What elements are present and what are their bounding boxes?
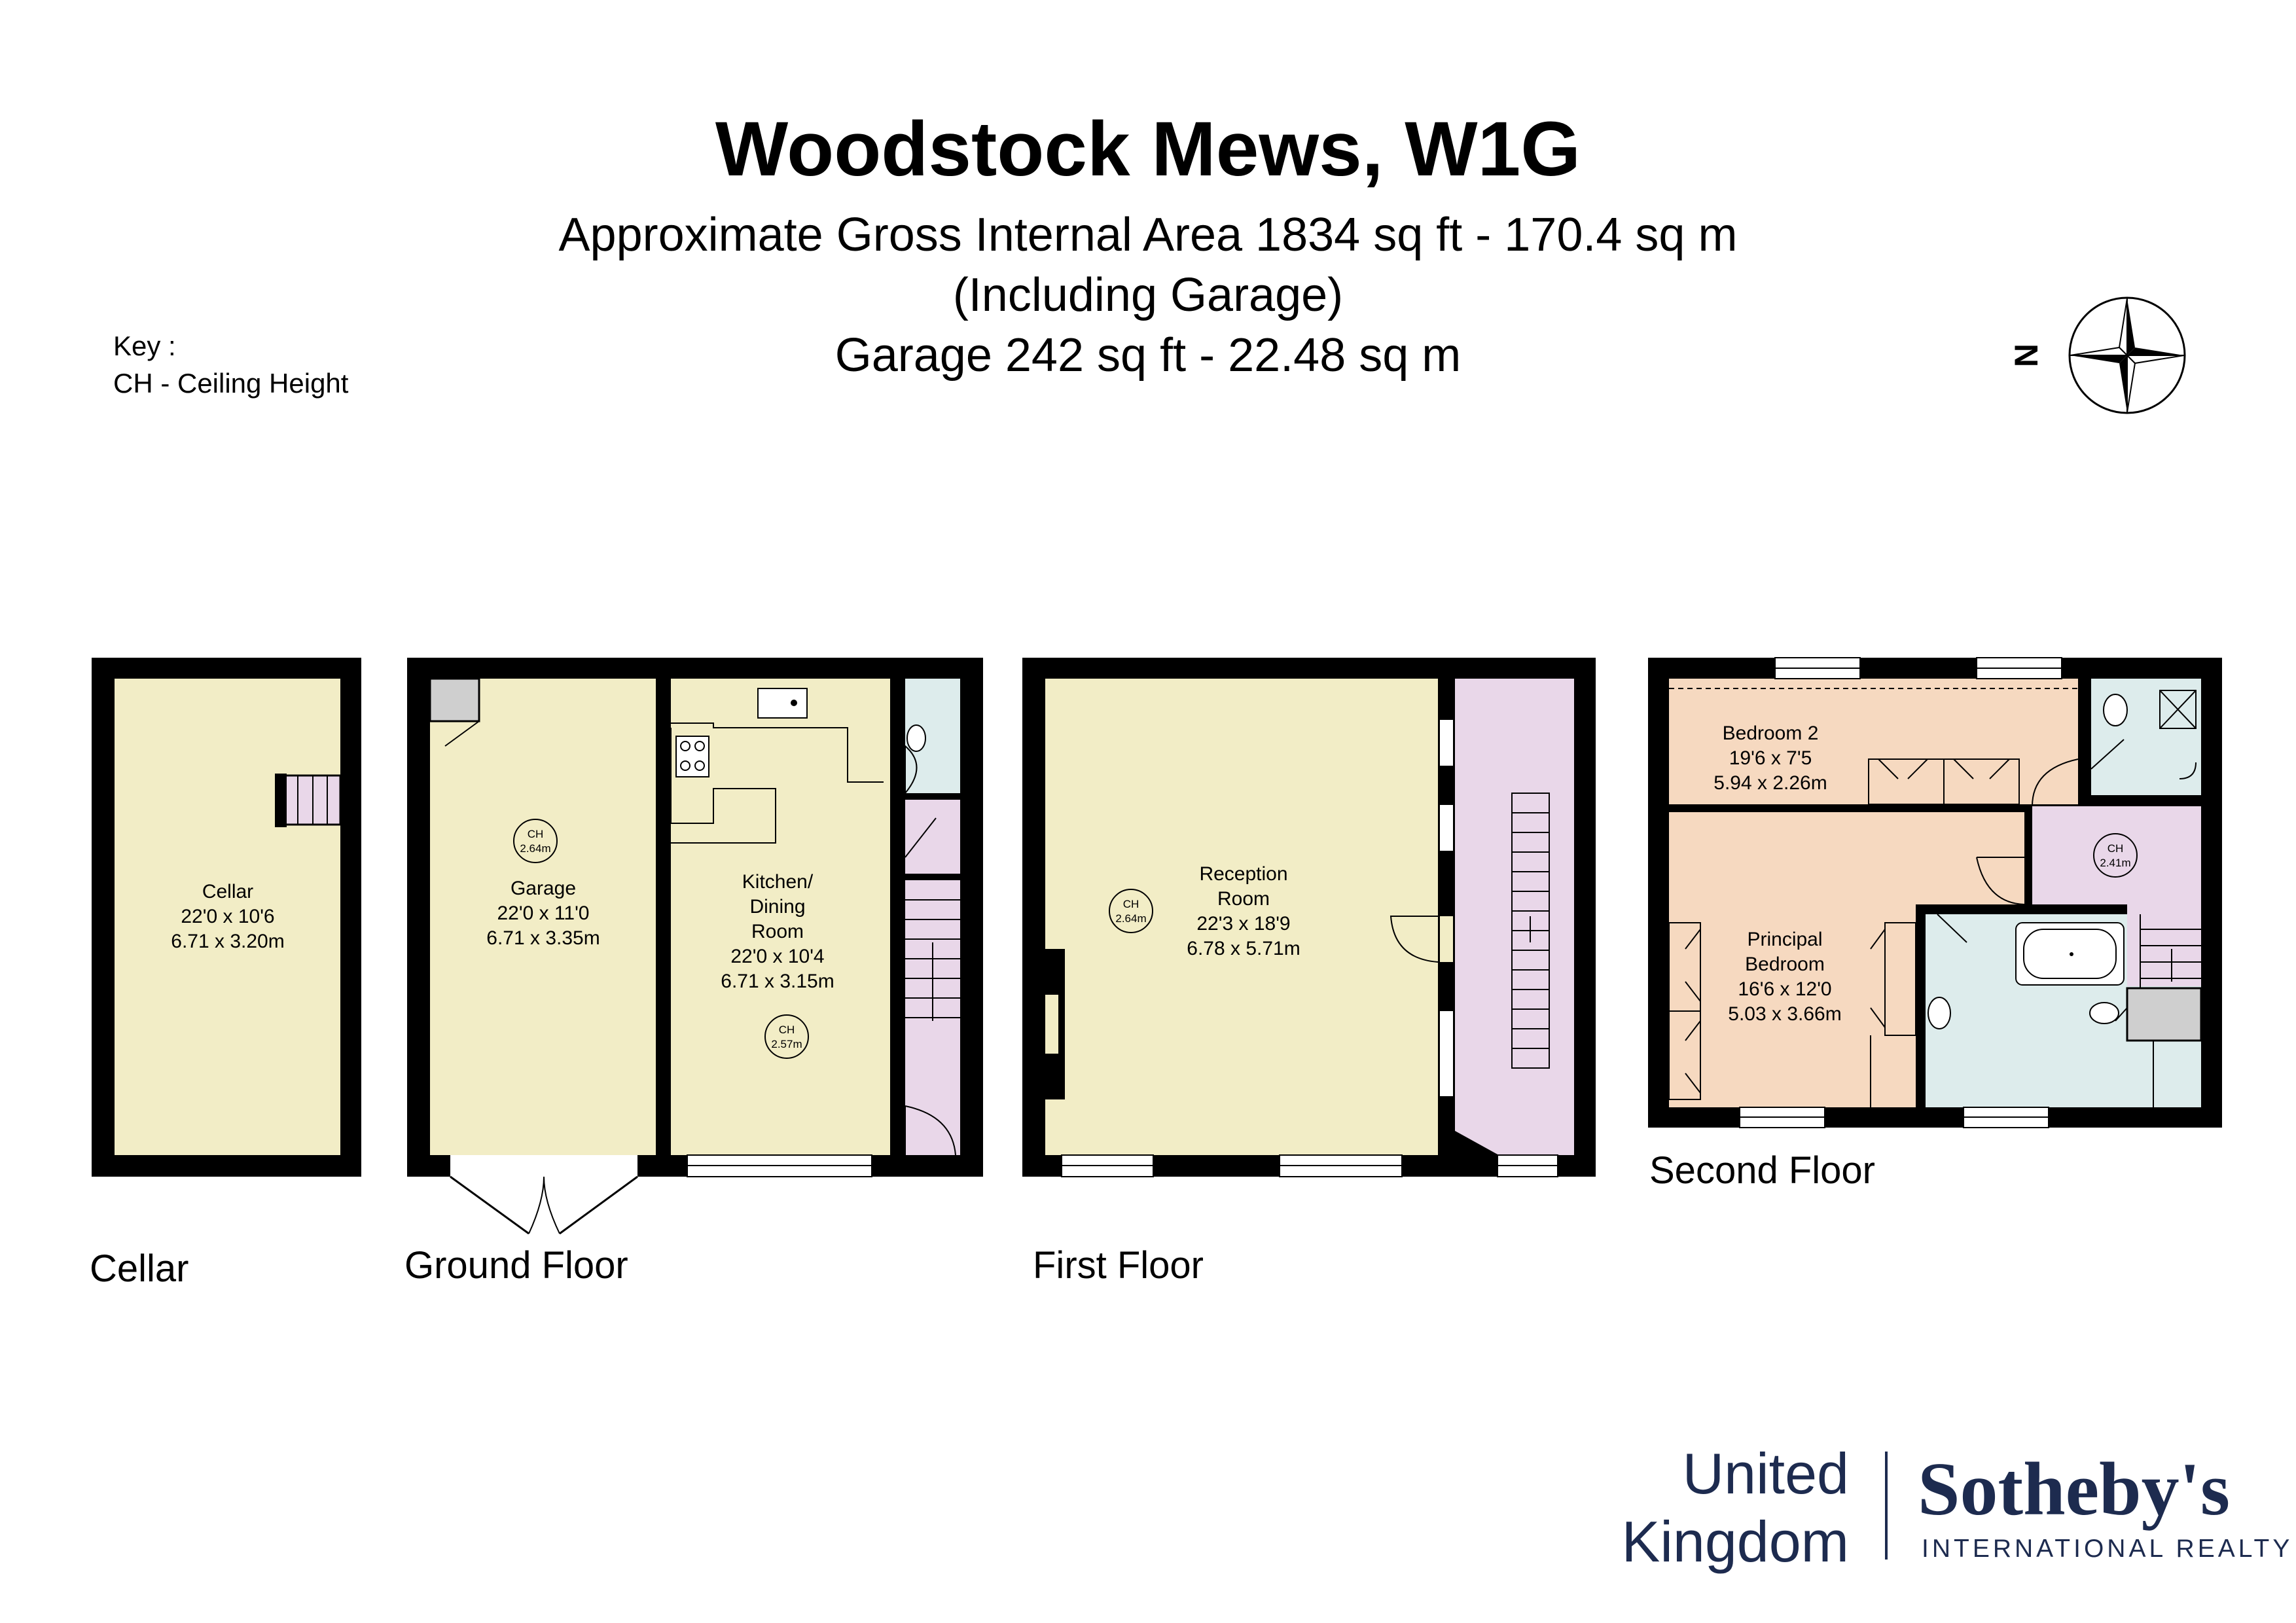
svg-text:Dining: Dining	[749, 896, 805, 918]
ground-stairs	[905, 899, 960, 1021]
svg-text:CH: CH	[528, 828, 544, 840]
svg-text:Bedroom 2: Bedroom 2	[1723, 722, 1819, 744]
brand-divider	[1885, 1452, 1888, 1560]
svg-text:6.71 x 3.15m: 6.71 x 3.15m	[721, 971, 834, 992]
svg-text:5.03 x 3.66m: 5.03 x 3.66m	[1728, 1003, 1841, 1025]
gross-area-text: Approximate Gross Internal Area 1834 sq …	[558, 209, 1738, 261]
svg-text:Principal: Principal	[1747, 929, 1822, 950]
svg-text:2.64m: 2.64m	[1115, 912, 1146, 925]
compass-icon: N	[2008, 296, 2186, 414]
svg-text:CH: CH	[2108, 842, 2124, 855]
compass-north-label: N	[2008, 344, 2045, 367]
hob-icon	[675, 736, 709, 777]
second-stairs	[2140, 914, 2201, 988]
kitchen-ceiling-height-badge: CH 2.57m	[764, 1014, 809, 1059]
svg-text:6.71 x 3.20m: 6.71 x 3.20m	[171, 931, 284, 952]
garage-included-note: (Including Garage)	[952, 269, 1344, 321]
cellar-plan	[92, 658, 361, 1177]
brand-region-text: United Kingdom	[1621, 1441, 1849, 1574]
key-ceiling-height: CH - Ceiling Height	[113, 368, 349, 399]
bedroom2-room-label: Bedroom 2 19'6 x 7'5 5.94 x 2.26m	[1713, 722, 1827, 794]
svg-text:22'3 x 18'9: 22'3 x 18'9	[1196, 913, 1290, 935]
ground-floor-plan	[407, 658, 983, 1235]
brand-logo-subtitle: INTERNATIONAL REALTY	[1922, 1535, 2293, 1563]
first-stairs	[1511, 793, 1550, 1069]
page-title: Woodstock Mews, W1G	[715, 106, 1581, 192]
svg-text:5.94 x 2.26m: 5.94 x 2.26m	[1713, 772, 1827, 794]
cellar-room-label: Cellar 22'0 x 10'6 6.71 x 3.20m	[171, 881, 284, 952]
svg-text:Garage: Garage	[511, 878, 576, 899]
reception-room-label: Reception Room 22'3 x 18'9 6.78 x 5.71m	[1187, 863, 1300, 959]
svg-text:19'6 x 7'5: 19'6 x 7'5	[1729, 747, 1812, 769]
svg-text:22'0 x 11'0: 22'0 x 11'0	[497, 902, 589, 924]
svg-text:Room: Room	[751, 921, 804, 942]
svg-text:CH: CH	[779, 1024, 795, 1036]
floor-label-first: First Floor	[1033, 1244, 1204, 1287]
svg-text:2.64m: 2.64m	[520, 842, 550, 855]
svg-text:Kitchen/: Kitchen/	[742, 871, 814, 893]
svg-text:16'6 x 12'0: 16'6 x 12'0	[1738, 978, 1831, 1000]
svg-text:Cellar: Cellar	[202, 881, 253, 902]
garage-ceiling-height-badge: CH 2.64m	[513, 819, 558, 863]
key-heading: Key :	[113, 330, 176, 361]
garage-room-label: Garage 22'0 x 11'0 6.71 x 3.35m	[486, 878, 600, 949]
first-floor-plan	[1022, 658, 1596, 1177]
svg-text:6.71 x 3.35m: 6.71 x 3.35m	[486, 927, 600, 949]
svg-text:Room: Room	[1217, 888, 1270, 910]
svg-text:2.41m: 2.41m	[2100, 857, 2130, 869]
brand-logo-wordmark: Sotheby's	[1918, 1448, 2231, 1531]
svg-text:Reception: Reception	[1199, 863, 1287, 885]
svg-text:Bedroom: Bedroom	[1745, 954, 1825, 975]
reception-ceiling-height-badge: CH 2.64m	[1109, 889, 1153, 933]
svg-text:22'0 x 10'4: 22'0 x 10'4	[730, 946, 824, 967]
landing-ceiling-height-badge: CH 2.41m	[2093, 833, 2138, 878]
kitchen-room-label: Kitchen/ Dining Room 22'0 x 10'4 6.71 x …	[721, 871, 834, 992]
svg-text:2.57m: 2.57m	[771, 1038, 802, 1050]
floor-label-ground: Ground Floor	[404, 1244, 628, 1287]
svg-text:CH: CH	[1123, 898, 1139, 910]
garage-area-text: Garage 242 sq ft - 22.48 sq m	[834, 329, 1462, 382]
svg-text:22'0 x 10'6: 22'0 x 10'6	[181, 906, 274, 927]
floor-label-cellar: Cellar	[90, 1247, 189, 1290]
svg-text:6.78 x 5.71m: 6.78 x 5.71m	[1187, 938, 1300, 959]
second-floor-plan	[1648, 657, 2222, 1128]
floor-label-second: Second Floor	[1649, 1149, 1875, 1192]
principal-bedroom-room-label: Principal Bedroom 16'6 x 12'0 5.03 x 3.6…	[1728, 929, 1841, 1025]
